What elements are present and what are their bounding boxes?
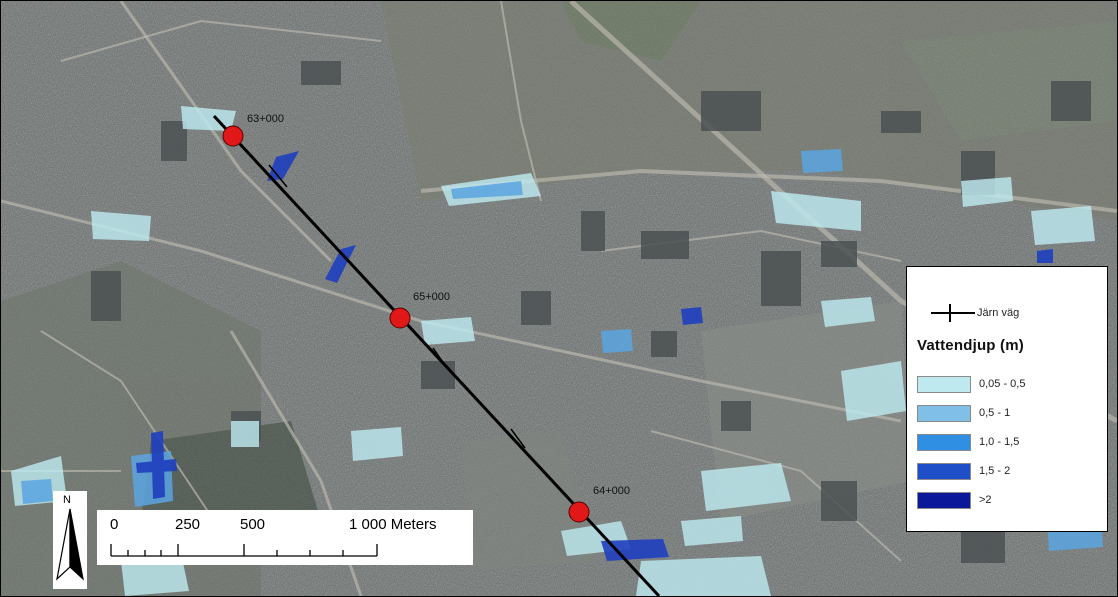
legend-class-5: >2 [917, 491, 992, 509]
legend-swatch [917, 404, 971, 422]
legend-class-4: 1,5 - 2 [917, 462, 1010, 480]
chainage-marker-63[interactable] [222, 125, 244, 147]
legend-class-label: 1,0 - 1,5 [979, 436, 1020, 448]
legend-class-label: 0,05 - 0,5 [979, 378, 1026, 390]
legend-railway-label: Järn väg [977, 307, 1020, 319]
legend-swatch [917, 375, 971, 393]
map-legend: Järn väg Vattendjup (m) 0,05 - 0,5 0,5 -… [906, 266, 1108, 532]
legend-swatch [917, 462, 971, 480]
chainage-marker-65[interactable] [389, 307, 411, 329]
north-arrow-icon [56, 508, 84, 581]
scale-label-1000: 1 000 Meters [349, 516, 437, 533]
legend-title: Vattendjup (m) [917, 337, 1024, 354]
legend-swatch [917, 433, 971, 451]
chainage-label-63: 63+000 [247, 113, 284, 125]
legend-class-3: 1,0 - 1,5 [917, 433, 1019, 451]
north-letter: N [63, 494, 71, 506]
legend-class-2: 0,5 - 1 [917, 404, 1010, 422]
legend-class-label: 0,5 - 1 [979, 407, 1011, 419]
chainage-marker-64[interactable] [568, 501, 590, 523]
legend-railway-row: Järn väg [931, 303, 1019, 323]
chainage-label-64: 64+000 [593, 485, 630, 497]
legend-class-label: >2 [979, 494, 992, 506]
scale-bar: 0 250 500 1 000 Meters [97, 510, 473, 565]
railway-symbol-icon [931, 303, 975, 323]
scale-label-250: 250 [175, 516, 201, 533]
north-arrow: N [53, 491, 87, 589]
scale-bar-ticks [110, 544, 378, 557]
legend-class-1: 0,05 - 0,5 [917, 375, 1025, 393]
scale-label-0: 0 [110, 516, 119, 533]
scale-bar-group: N 0 250 500 1 000 Meters [53, 491, 473, 591]
legend-swatch [917, 491, 971, 509]
scale-label-500: 500 [240, 516, 266, 533]
legend-class-label: 1,5 - 2 [979, 465, 1011, 477]
chainage-label-65: 65+000 [413, 291, 450, 303]
